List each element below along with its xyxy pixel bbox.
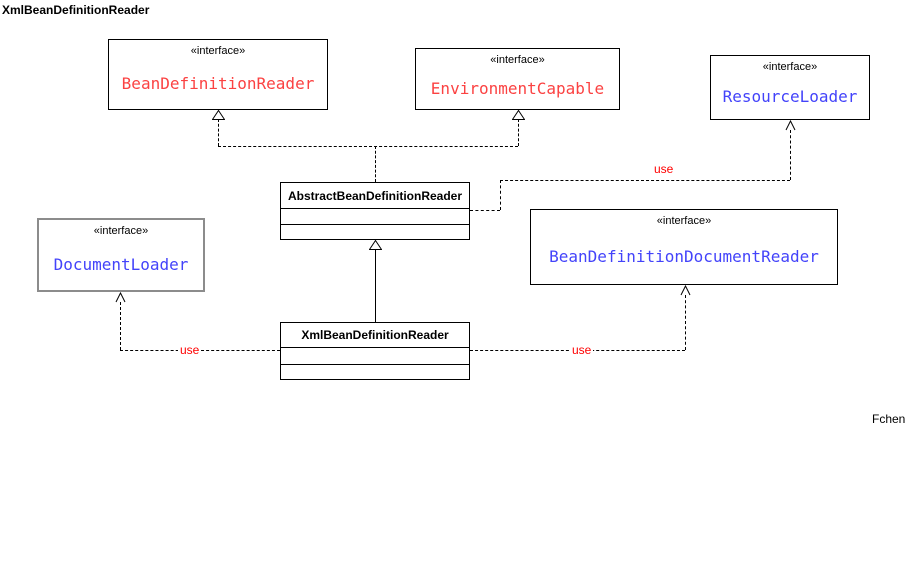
stereotype-label: «interface»	[762, 61, 818, 73]
operations-compartment	[281, 364, 469, 381]
hollow-triangle-arrowhead	[512, 110, 525, 120]
edge-generalization-xml-to-abstract	[375, 249, 376, 322]
edge-use-resource-loader-segment-4	[790, 130, 791, 180]
class-name: ResourceLoader	[722, 87, 858, 106]
open-arrowhead	[680, 285, 691, 296]
stereotype-label: «interface»	[190, 45, 246, 57]
class-name: BeanDefinitionDocumentReader	[549, 246, 819, 266]
diagram-title: XmlBeanDefinitionReader	[2, 3, 150, 17]
class-box-resource-loader: «interface» ResourceLoader	[710, 55, 870, 120]
author-signature: Fchen	[872, 412, 906, 426]
stereotype-label: «interface»	[656, 215, 712, 227]
use-dependency-label: use	[654, 162, 674, 176]
operations-compartment	[281, 224, 469, 240]
hollow-triangle-arrowhead	[369, 240, 382, 250]
attributes-compartment	[281, 347, 469, 364]
edge-realization-junction-bar	[218, 146, 518, 147]
use-dependency-label: use	[570, 343, 594, 357]
edge-realization-bean-definition-reader	[218, 119, 219, 146]
class-box-xml-bean-definition-reader: XmlBeanDefinitionReader	[280, 322, 470, 380]
class-box-document-loader: «interface» DocumentLoader	[37, 218, 205, 292]
class-box-abstract-bean-definition-reader: AbstractBeanDefinitionReader	[280, 182, 470, 240]
class-name: XmlBeanDefinitionReader	[301, 328, 449, 342]
edge-use-resource-loader-segment-3	[500, 180, 790, 181]
edge-use-bean-definition-document-reader-segment-2	[685, 295, 686, 350]
edge-realization-environment-capable	[518, 119, 519, 146]
stereotype-label: «interface»	[490, 54, 545, 66]
open-arrowhead	[115, 292, 126, 303]
class-box-environment-capable: «interface» EnvironmentCapable	[415, 48, 620, 110]
class-name: EnvironmentCapable	[430, 78, 605, 98]
edge-use-document-loader-segment-2	[120, 302, 121, 350]
class-box-bean-definition-document-reader: «interface» BeanDefinitionDocumentReader	[530, 209, 838, 285]
open-arrowhead	[785, 120, 796, 131]
edge-realization-junction-stem	[375, 146, 376, 182]
hollow-triangle-arrowhead	[212, 110, 225, 120]
class-box-bean-definition-reader: «interface» BeanDefinitionReader	[108, 39, 328, 110]
class-name: DocumentLoader	[53, 254, 189, 274]
use-dependency-label: use	[178, 343, 202, 357]
stereotype-label: «interface»	[93, 225, 149, 237]
edge-use-resource-loader-segment-1	[470, 210, 500, 211]
edge-use-resource-loader-segment-2	[500, 180, 501, 210]
attributes-compartment	[281, 208, 469, 224]
class-name: BeanDefinitionReader	[121, 74, 315, 93]
class-name: AbstractBeanDefinitionReader	[287, 188, 463, 203]
